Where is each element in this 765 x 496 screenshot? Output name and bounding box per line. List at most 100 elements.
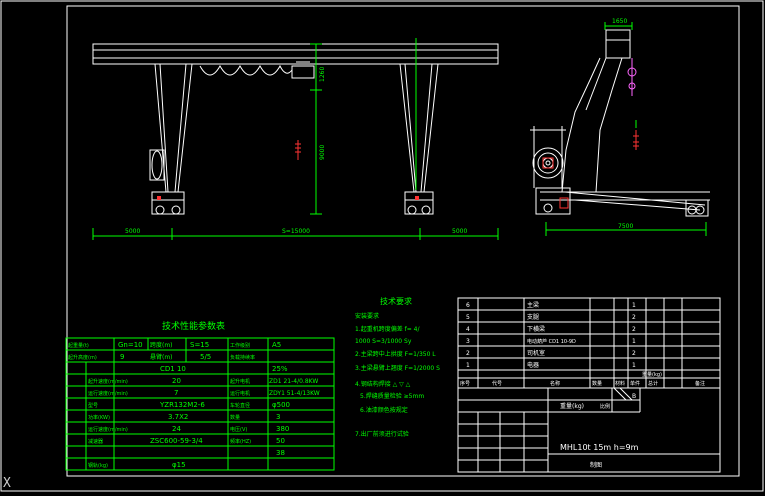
spec-r5c0: 型号 [88,402,98,409]
front-dimensions [92,38,499,240]
spec-r2c1: CD1 10 [160,365,186,373]
part-3-no: 3 [466,338,470,345]
spec-r3c5: ZD1 21-4/0.8KW [269,378,318,385]
tech-req-line-8: 7.出厂前须进行试验 [355,430,409,438]
spec-r10c1: φ15 [172,461,186,469]
dim-span-mid: S=15000 [282,228,310,235]
spec-r3c4: 起升电机 [230,378,250,385]
inner-frame [66,5,740,477]
side-hook [627,58,637,96]
spec-r1c1: 9 [120,353,124,361]
parts-header-8: 备注 [695,380,705,387]
dim-span-right: 5000 [452,228,467,235]
title-sheet-label: B [632,393,636,400]
part-0-qty: 1 [632,302,636,309]
spec-table-text: 技术性能参数表 起重量(t) Gn=10 跨度(m) S=15 工作级别 A5 … [68,320,320,469]
spec-r1c4: 负载持续率 [230,354,255,361]
spec-r3c1: 20 [172,377,181,385]
title-scale-label: 比例 [600,403,610,410]
spec-r7c4: 电压(V) [230,426,247,433]
part-2-qty: 2 [632,326,636,333]
part-2-no: 4 [466,326,470,333]
tech-req-title: 技术要求 [380,296,412,306]
spec-r6c0: 功率(KW) [88,414,110,421]
spec-r1c3: 5/5 [200,353,211,361]
front-dimension-labels: 5000 S=15000 5000 9000 1260 [125,67,467,235]
parts-list [457,297,721,473]
spec-r7c5: 380 [276,425,289,433]
spec-r7c1: 24 [172,425,181,433]
tech-req-line-5: 4.钢结构焊接 △ ▽ △ [355,380,411,388]
spec-r0c4: 工作级别 [230,342,250,349]
tech-req-line-6: 5.焊缝质量检验 ≥5mm [360,392,424,400]
side-hook-red [542,130,639,209]
spec-r8c0: 减速器 [88,438,103,445]
spec-r4c0: 运行速度(m/min) [88,390,128,397]
parts-header-1: 代号 [492,380,502,387]
parts-header-3: 数量 [592,380,602,387]
spec-r5c5: φ500 [272,401,290,409]
spec-r4c1: 7 [174,389,178,397]
title-drawing-name: MHL10t 15m h=9m [560,443,639,452]
spec-r2c5: 25% [272,365,288,373]
part-3-qty: 1 [632,338,636,345]
spec-r1c2: 悬臂(m) [150,353,173,361]
spec-table-title: 技术性能参数表 [162,320,225,332]
spec-r1c0: 起升高度(m) [68,354,97,361]
part-1-no: 5 [466,314,470,321]
part-1-qty: 2 [632,314,636,321]
spec-r0c2: 跨度(m) [150,341,173,349]
part-4-qty: 2 [632,350,636,357]
title-company: 制图 [590,461,602,469]
part-0-no: 6 [466,302,470,309]
spec-r3c0: 起升速度(m/min) [88,378,128,385]
dim-side-top: 1650 [612,18,627,25]
parts-header-0: 序号 [460,380,470,387]
part-5-name: 电器 [527,361,539,369]
dim-side-bottom: 7500 [618,223,633,230]
spec-r5c4: 车轮直径 [230,402,250,409]
title-weight-label: 重量(kg) [560,402,584,410]
spec-r8c5: 50 [276,437,285,445]
tech-req-line-4: 3.主梁悬臂上翘度 F=1/2000 S [355,364,440,372]
parts-header-5: 单件 [630,380,640,387]
spec-r9c5: 38 [276,449,285,457]
spec-table [65,337,335,471]
tech-req-line-2: 1000 S=3/1000 Sy [355,338,412,345]
spec-r0c1: Gn=10 [118,341,143,349]
dim-top: 1260 [319,67,326,82]
side-view [530,29,710,217]
side-dimension-labels: 1650 7500 [612,18,633,230]
part-2-name: 下横梁 [527,325,545,333]
spec-r5c1: YZR132M2-6 [159,401,205,409]
parts-header-6: 总计 [648,380,658,387]
side-dimensions [545,22,707,236]
spec-r0c3: S=15 [190,341,209,349]
spec-r6c4: 数量 [230,414,240,421]
spec-r0c0: 起重量(t) [68,342,89,349]
tech-requirements: 技术要求 安装要求 1.起重机跨度偏差 f= 4/ 1000 S=3/1000 … [355,296,440,438]
ucs-icon: X [3,476,11,491]
spec-r6c1: 3.7X2 [168,413,188,421]
parts-header-4: 材料 [615,380,625,387]
part-4-name: 司机室 [527,349,545,357]
part-4-no: 2 [466,350,470,357]
tech-req-line-7: 6.油漆颜色按规定 [360,406,408,414]
dim-height: 9000 [319,145,326,160]
front-view [92,43,499,215]
parts-header-7: 重量(kg) [642,371,662,378]
spec-r8c4: 频率(HZ) [230,438,251,445]
part-5-no: 1 [466,362,470,369]
part-3-name: 电动葫芦 CD1 10-9D [527,338,576,345]
dim-span-left: 5000 [125,228,140,235]
spec-r10c0: 钢轨(kg) [88,462,108,469]
tech-req-line-3: 2.主梁跨中上拱度 F=1/350 L [355,350,436,358]
part-5-qty: 1 [632,362,636,369]
spec-r0c5: A5 [272,341,281,349]
spec-r4c5: ZDY1 51-4/13KW [269,390,320,397]
part-0-name: 主梁 [527,301,539,309]
spec-r4c4: 运行电机 [230,390,250,397]
spec-r8c1: ZSC600-59-3/4 [150,437,203,445]
